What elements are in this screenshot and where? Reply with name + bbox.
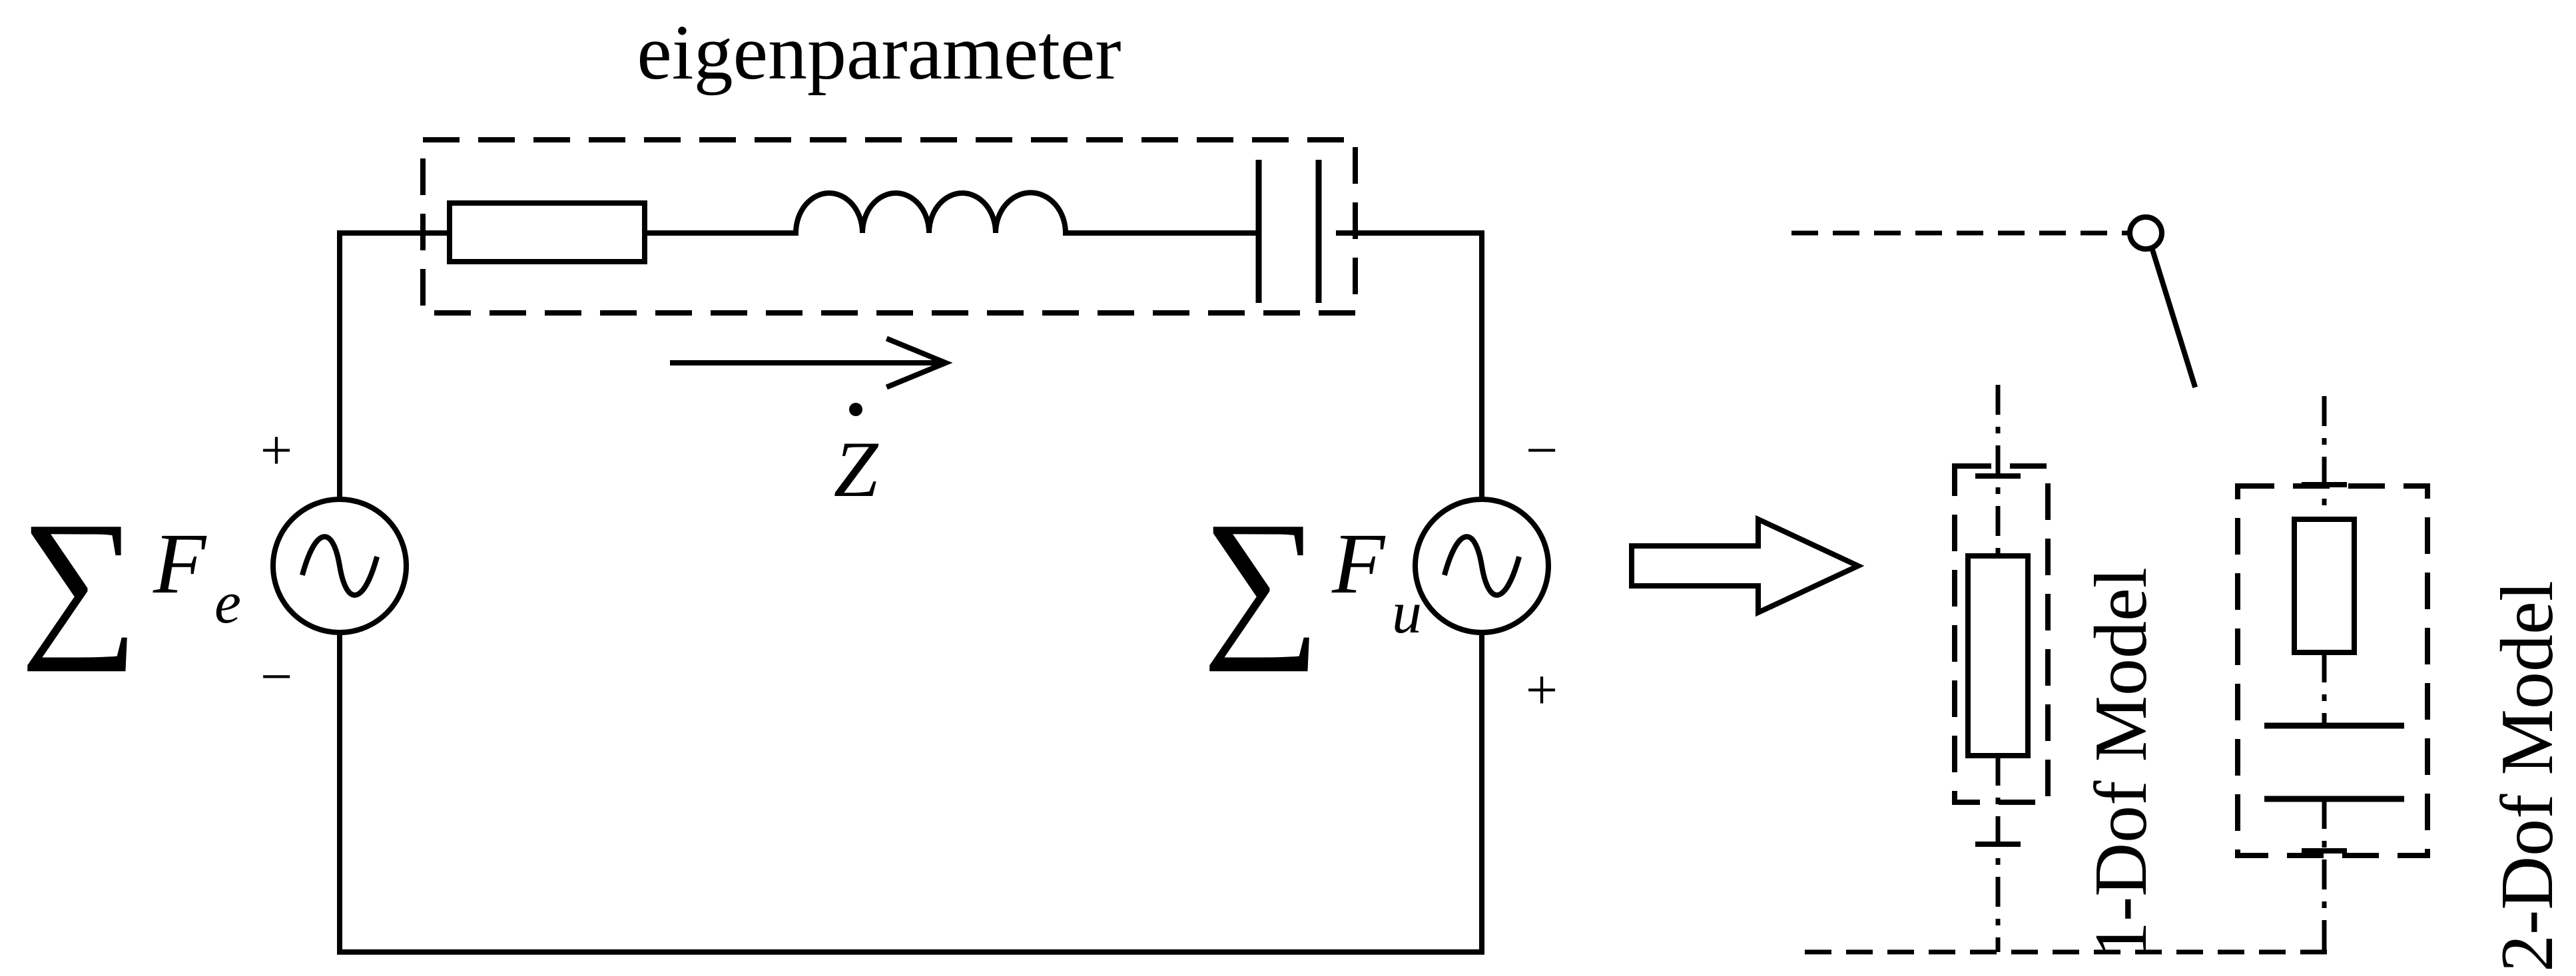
circuit-wires <box>337 230 1484 955</box>
source-right-polarity-top: − <box>1526 418 1558 482</box>
switch-blade <box>2148 246 2198 389</box>
impedance-symbol: Z <box>834 425 879 513</box>
model-switch <box>1791 214 2198 389</box>
resistor <box>1965 553 2031 758</box>
switch-pivot <box>2127 214 2164 252</box>
model-1dof <box>1952 385 2051 952</box>
resistor <box>2292 517 2357 655</box>
ac-wave-icon <box>300 534 380 598</box>
source-right-sigma: ∑ <box>1202 488 1321 672</box>
source-right-symbol: F <box>1331 516 1386 612</box>
model-2dof <box>2235 396 2430 952</box>
source-left-sigma: ∑ <box>20 488 139 672</box>
source-right <box>1413 497 1551 635</box>
eigenparameter-label: eigenparameter <box>637 9 1121 96</box>
source-left-polarity-bottom: − <box>260 644 293 708</box>
source-left-circle <box>270 497 409 635</box>
capacitor <box>1255 160 1322 303</box>
hollow-arrow-icon <box>1629 515 1865 617</box>
impedance-arrow <box>670 336 953 390</box>
z-dot <box>849 403 862 416</box>
source-right-subscript: u <box>1392 580 1422 646</box>
source-left-symbol: F <box>153 516 207 612</box>
resistor <box>447 200 647 264</box>
source-left-polarity-top: + <box>260 418 293 482</box>
model-1dof-label: 1-Dof Model <box>2080 567 2162 959</box>
model-2dof-label: 2-Dof Model <box>2486 581 2569 972</box>
inductor <box>793 190 1069 236</box>
eigenparameter-box <box>420 137 1358 316</box>
source-left <box>270 497 409 635</box>
source-right-circle <box>1413 497 1551 635</box>
source-right-polarity-bottom: + <box>1526 658 1558 722</box>
ac-wave-icon <box>1442 534 1522 598</box>
source-left-subscript: e <box>214 570 241 636</box>
